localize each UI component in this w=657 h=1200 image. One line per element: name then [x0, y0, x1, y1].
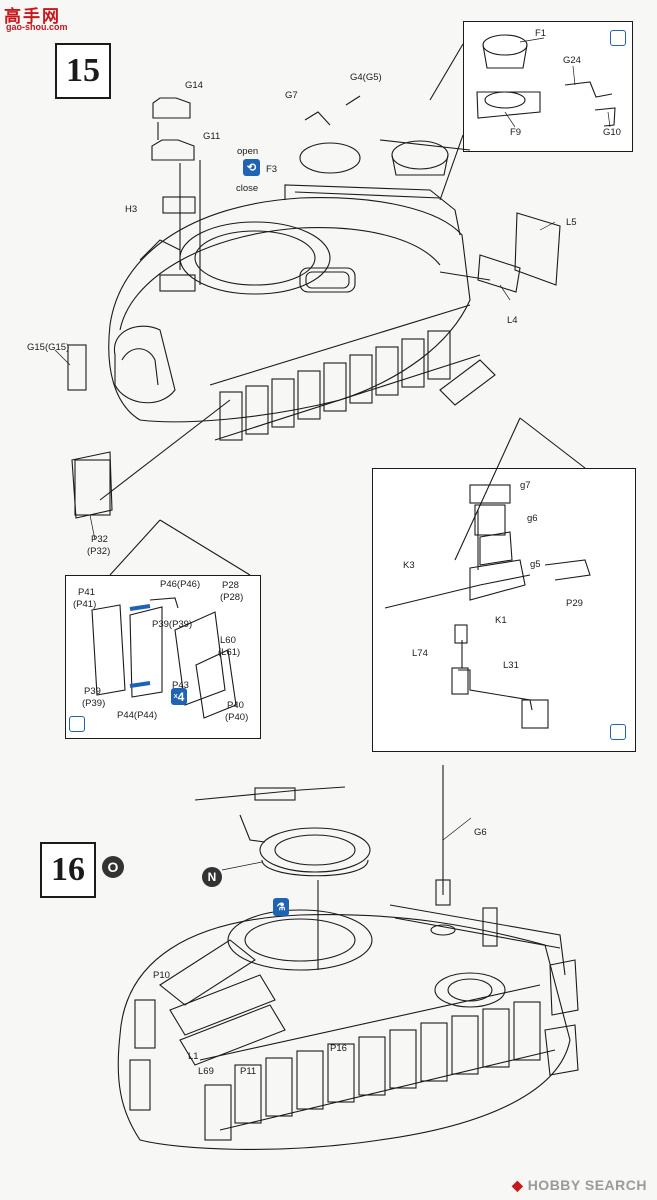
part-label-g7: G7 [285, 90, 298, 101]
paint-icon [610, 30, 626, 46]
part-label-g11: G11 [203, 131, 221, 142]
step-16-number: 16 [40, 842, 96, 898]
part-label-g10: G10 [603, 127, 621, 138]
part-label-l5: L5 [566, 217, 577, 228]
part-label-g4: G4(G5) [350, 72, 382, 83]
part-label-p28-alt: (P28) [220, 592, 244, 603]
part-label-g14: G14 [185, 80, 203, 91]
step-15-number: 15 [55, 43, 111, 99]
part-label-p32-alt: (P32) [87, 546, 111, 557]
part-label-p41-alt: (P41) [73, 599, 97, 610]
part-label-p39: P39 [84, 686, 101, 697]
part-label-f9: F9 [510, 127, 522, 138]
part-label-p10: P10 [153, 970, 170, 981]
inset-machine-gun-detail [372, 468, 636, 752]
part-label-f3: F3 [266, 164, 278, 175]
part-label-l61: (L61) [218, 647, 241, 658]
part-label-l1: L1 [188, 1051, 199, 1062]
hatch-close-label: close [236, 183, 259, 194]
part-label-l60: L60 [220, 635, 236, 646]
step-16-marker: O [102, 856, 124, 878]
part-label-g24: G24 [563, 55, 581, 66]
part-label-k3: K3 [403, 560, 415, 571]
part-label-g7-small: g7 [520, 480, 531, 491]
part-label-p39-alt: (P39) [82, 698, 106, 709]
part-label-p11: P11 [240, 1066, 257, 1077]
part-label-p32: P32 [91, 534, 108, 545]
part-label-f1: F1 [535, 28, 547, 39]
cupola-n-marker: N [202, 867, 222, 887]
paint-icon [610, 724, 626, 740]
hobby-search-watermark: ◆ HOBBY SEARCH [512, 1177, 647, 1193]
site-watermark-title: 高手网 [4, 7, 61, 26]
part-label-p29: P29 [566, 598, 583, 609]
quantity-four: 4 [177, 689, 185, 704]
part-label-p28: P28 [222, 580, 239, 591]
part-label-p40-alt: (P40) [225, 712, 249, 723]
part-label-p44: P44(P44) [117, 710, 158, 721]
part-label-g5-small: g5 [530, 559, 541, 570]
part-label-l69: L69 [198, 1066, 214, 1077]
rotate-icon: ⟲ [243, 159, 260, 176]
inset-f9-detail [463, 21, 633, 152]
part-label-p40: P40 [227, 700, 244, 711]
paint-icon [69, 716, 85, 732]
part-label-p46: P46(P46) [160, 579, 201, 590]
hatch-open-label: open [237, 146, 259, 157]
part-label-l4: L4 [507, 315, 518, 326]
part-label-p39-top: P39(P39) [152, 619, 193, 630]
part-label-g6: G6 [474, 827, 487, 838]
brand-text: HOBBY SEARCH [527, 1177, 647, 1193]
part-label-p43: P43 [172, 680, 189, 691]
inset-side-armor-detail [65, 575, 261, 739]
glue-icon: ⚗ [273, 898, 289, 916]
part-label-k1: K1 [495, 615, 507, 626]
site-watermark-url: gao-shou.com [6, 22, 68, 32]
part-label-l74: L74 [412, 648, 428, 659]
part-label-g6-small: g6 [527, 513, 538, 524]
site-watermark: 高手网 gao-shou.com [4, 2, 84, 34]
part-label-p16: P16 [330, 1043, 347, 1054]
part-label-p41: P41 [78, 587, 95, 598]
part-label-l31: L31 [503, 660, 519, 671]
part-label-g15: G15(G15) [27, 342, 70, 353]
part-label-h3: H3 [125, 204, 138, 215]
multiply-sign: x [173, 693, 178, 700]
